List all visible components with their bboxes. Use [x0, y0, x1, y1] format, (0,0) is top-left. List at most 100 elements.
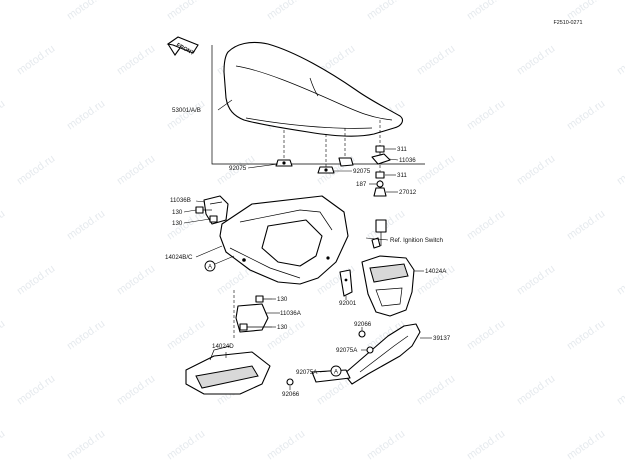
watermark-text: motod.ru — [465, 318, 507, 353]
clip-27012 — [373, 187, 387, 197]
watermark-text: motod.ru — [15, 43, 57, 78]
watermark-text: motod.ru — [465, 0, 507, 22]
watermark-text: motod.ru — [15, 263, 57, 298]
label-14024bc: 14024B/C — [165, 254, 193, 261]
diagram-code: F2510-0271 — [553, 20, 582, 26]
bolt-130-c — [255, 295, 272, 303]
watermark-text: motod.ru — [265, 318, 307, 353]
label-pin-mid: 92075 — [353, 168, 371, 175]
nut-92066-low — [286, 378, 294, 386]
label-92001: 92001 — [339, 300, 357, 307]
watermark-text: motod.ru — [15, 373, 57, 408]
leader-11036b — [195, 200, 206, 203]
watermark-text: motod.ru — [65, 0, 107, 22]
watermark-text: motod.ru — [415, 373, 457, 408]
label-27012: 27012 — [399, 189, 417, 196]
watermark-text: motod.ru — [515, 373, 557, 408]
label-14024a: 14024A — [425, 268, 447, 275]
watermark-text: motod.ru — [515, 43, 557, 78]
bolt-130-a — [195, 206, 212, 214]
label-seat: 53001/A/B — [172, 107, 201, 114]
watermark-text: motod.ru — [65, 428, 107, 463]
watermark-text: motod.ru — [565, 98, 607, 133]
bolt-311-top — [375, 145, 385, 157]
watermark-text: motod.ru — [0, 208, 7, 243]
leader-pin-left — [247, 163, 279, 169]
watermark-text: motod.ru — [465, 428, 507, 463]
watermark-text: motod.ru — [115, 43, 157, 78]
seat-group-frame — [211, 45, 425, 165]
label-130-d: 130 — [277, 324, 288, 331]
leader-130-b — [183, 218, 211, 224]
watermark-text: motod.ru — [415, 153, 457, 188]
watermark-text: motod.ru — [0, 0, 7, 22]
nut-92075a-mid — [366, 346, 374, 354]
label-pin-left: 92075 — [229, 165, 247, 172]
bolt-130-b — [209, 215, 218, 223]
watermark-text: motod.ru — [115, 373, 157, 408]
watermark-text: motod.ru — [0, 98, 7, 133]
watermark-text: motod.ru — [65, 98, 107, 133]
leader-130-a — [183, 209, 197, 213]
label-39137: 39137 — [433, 335, 451, 342]
label-92075a-low: 92075A — [296, 369, 318, 376]
watermark-text: motod.ru — [415, 43, 457, 78]
cover-14024a — [361, 255, 415, 317]
grab-bar-39137 — [311, 323, 421, 385]
watermark-text: motod.ru — [265, 428, 307, 463]
watermark-text: motod.ru — [0, 428, 7, 463]
label-311-bot: 311 — [397, 172, 407, 179]
watermark-text: motod.ru — [165, 318, 207, 353]
svg-text:A: A — [208, 265, 212, 271]
watermark-text: motod.ru — [115, 153, 157, 188]
watermark-text: motod.ru — [15, 153, 57, 188]
seat — [223, 41, 403, 137]
leader-seat — [217, 99, 233, 111]
leader-92075a-low — [319, 370, 331, 373]
label-187: 187 — [356, 181, 367, 188]
watermark-text: motod.ru — [0, 318, 7, 353]
cover-14024d — [185, 345, 271, 395]
watermark-text: motod.ru — [65, 208, 107, 243]
label-11036b: 11036B — [170, 197, 191, 204]
watermark-text: motod.ru — [565, 428, 607, 463]
watermark-text: motod.ru — [565, 208, 607, 243]
pin-92075-mid — [317, 166, 335, 174]
watermark-text: motod.ru — [265, 0, 307, 22]
label-11036: 11036 — [399, 157, 416, 164]
bolt-130-d — [239, 323, 272, 331]
bracket-11036 — [371, 153, 391, 165]
nut-92066-top — [358, 330, 366, 338]
label-130-c: 130 — [277, 296, 288, 303]
pin-92075-left — [275, 159, 293, 167]
leader-ignition — [365, 237, 389, 241]
label-311-top: 311 — [397, 146, 407, 153]
watermark-text: motod.ru — [465, 98, 507, 133]
watermark-text: motod.ru — [365, 428, 407, 463]
label-92066-top: 92066 — [354, 321, 372, 328]
seat-hook-right — [338, 157, 354, 167]
label-130-b: 130 — [172, 220, 183, 227]
watermark-text: motod.ru — [465, 208, 507, 243]
watermark-text: motod.ru — [515, 263, 557, 298]
leader-14024bc — [195, 245, 223, 258]
watermark-text: motod.ru — [615, 263, 625, 298]
watermark-text: motod.ru — [165, 428, 207, 463]
watermark-text: motod.ru — [165, 0, 207, 22]
label-14024d: 14024D — [212, 343, 234, 350]
svg-text:A: A — [334, 370, 338, 376]
nut-187 — [376, 180, 384, 188]
label-ignition: Ref. Ignition Switch — [390, 237, 444, 244]
watermark-text: motod.ru — [615, 153, 625, 188]
watermark-text: motod.ru — [115, 263, 157, 298]
watermark-text: motod.ru — [565, 318, 607, 353]
bolt-311-bottom — [375, 171, 385, 179]
label-130-a: 130 — [172, 209, 183, 216]
watermark-text: motod.ru — [615, 373, 625, 408]
watermark-text: motod.ru — [65, 318, 107, 353]
watermark-text: motod.ru — [165, 98, 207, 133]
label-11036a: 11036A — [280, 310, 302, 317]
marker-a-right: A — [330, 365, 342, 377]
watermark-text: motod.ru — [615, 43, 625, 78]
